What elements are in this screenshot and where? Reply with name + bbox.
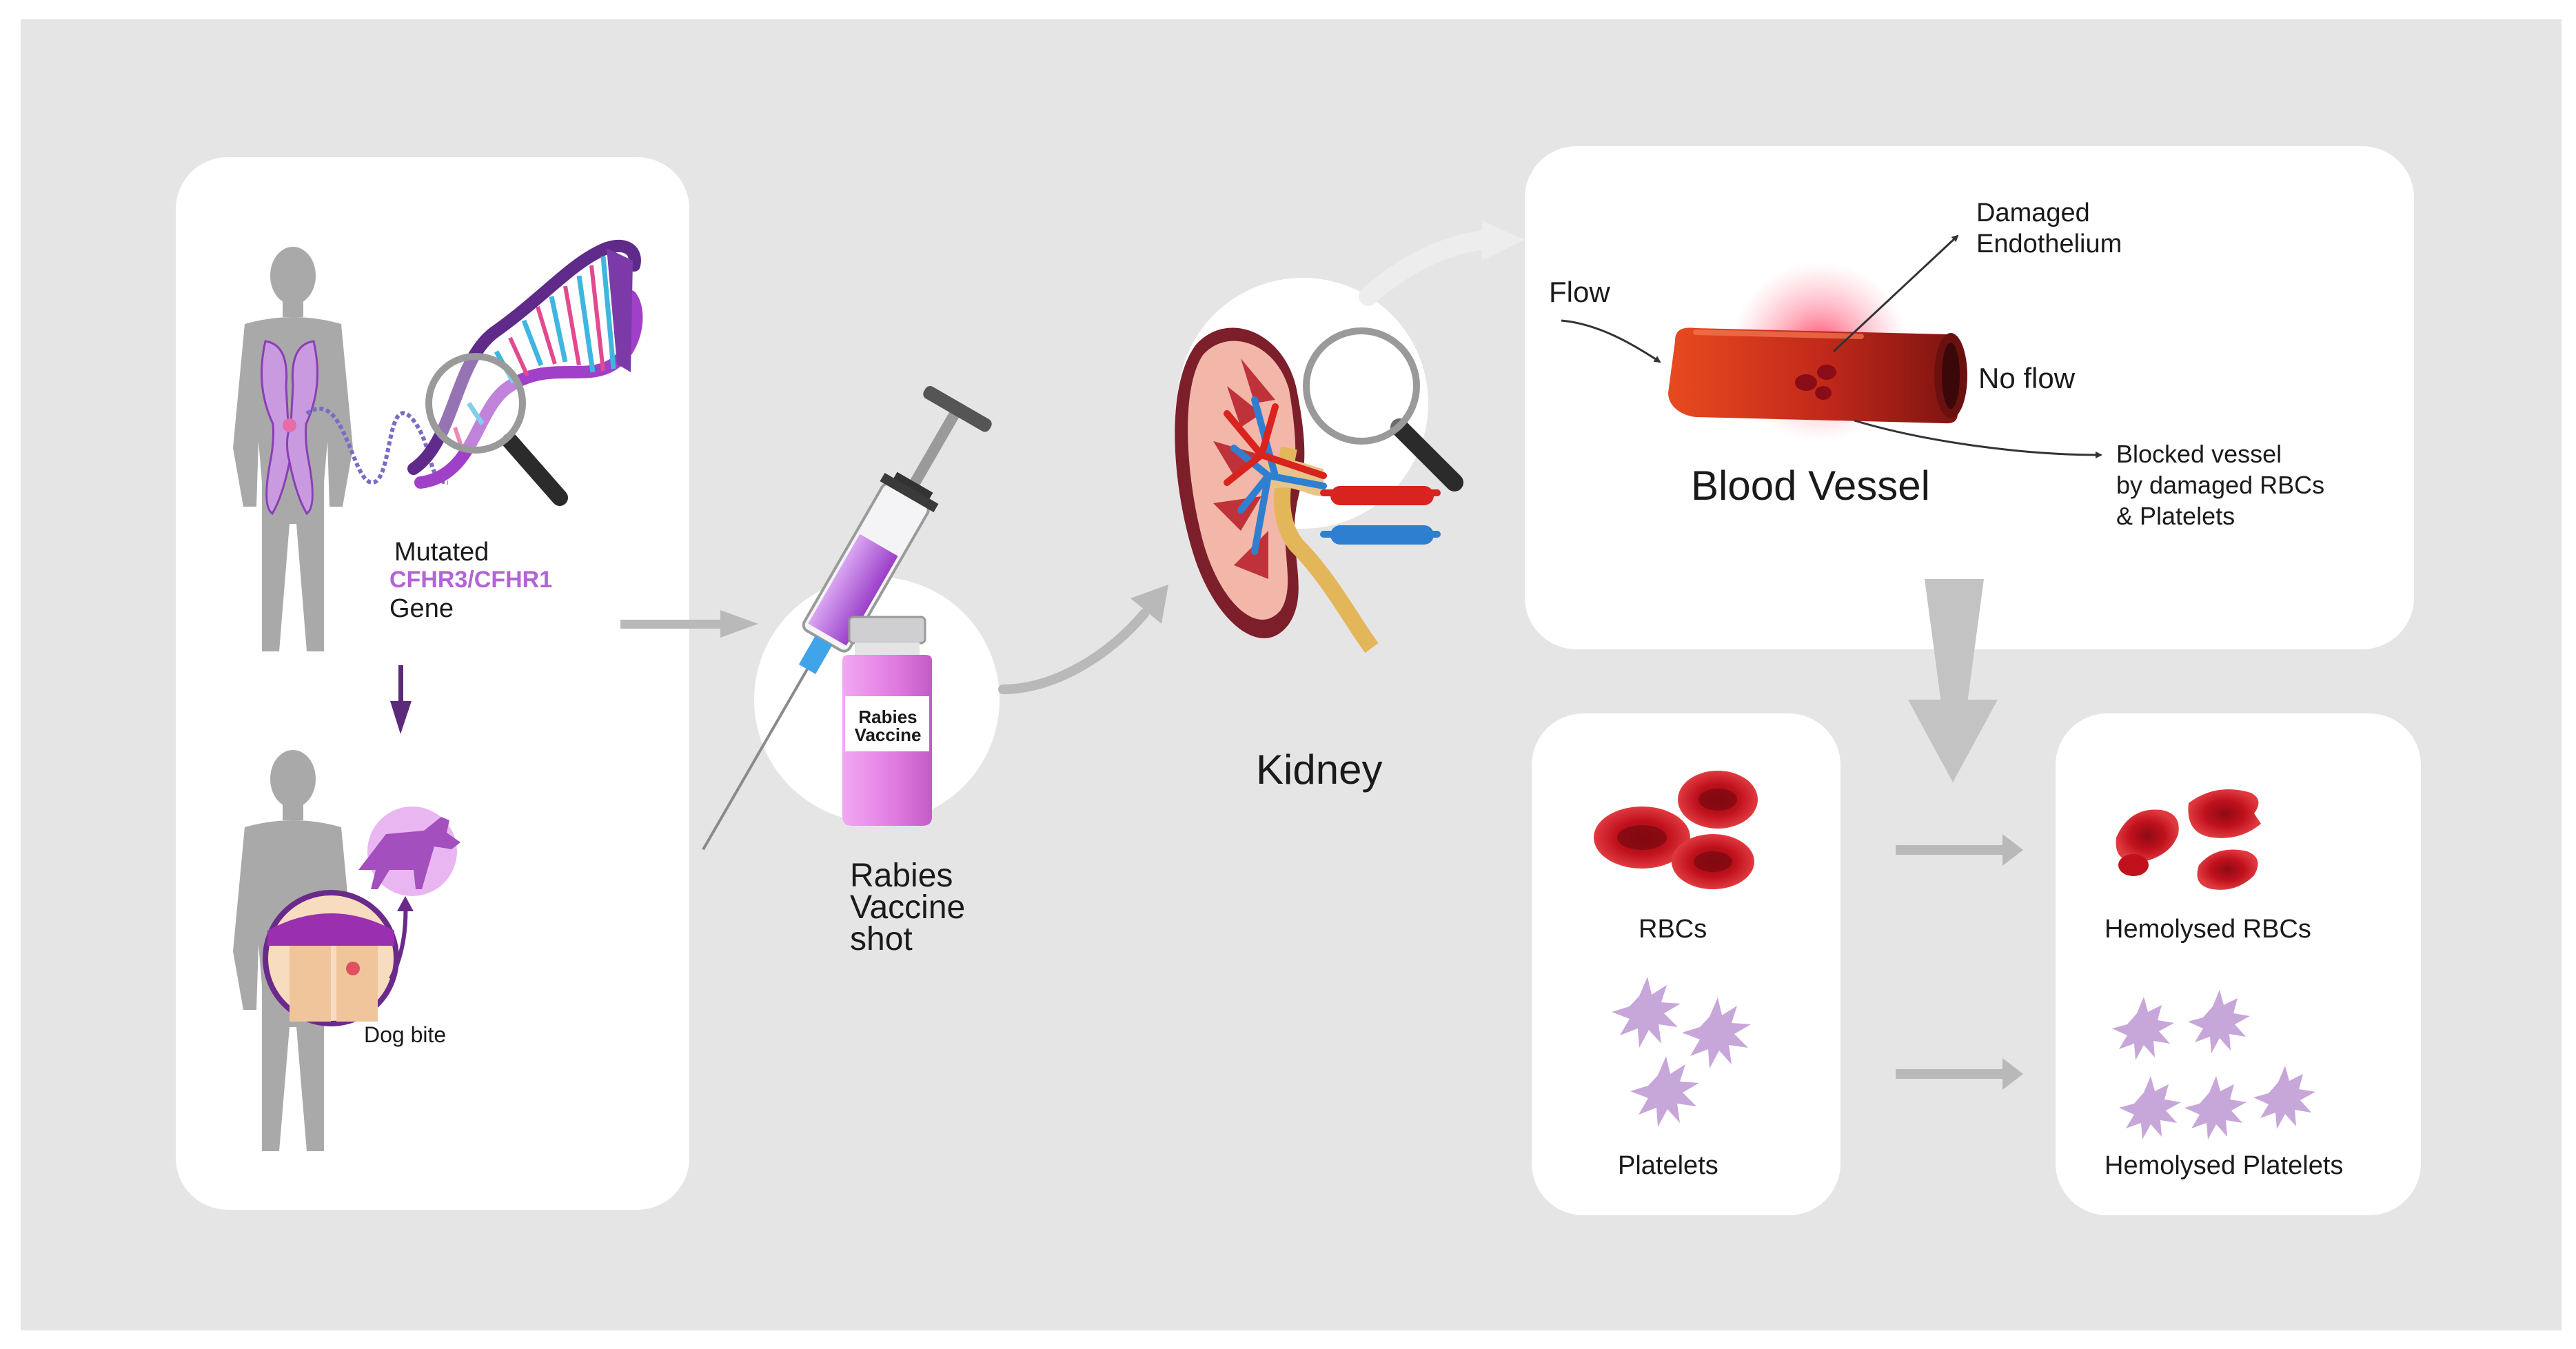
label-vial-line2: Vaccine	[854, 724, 922, 745]
arrow-platelets-to-hemolysed	[1896, 1058, 2023, 1090]
human-silhouette-icon	[233, 247, 353, 651]
blood-vessel-icon	[1668, 327, 1967, 424]
flow-arrow	[1561, 319, 1661, 363]
syringe-icon	[702, 386, 992, 851]
arrow-to-blood-vessel	[1359, 221, 1525, 306]
label-hemolysed-platelets: Hemolysed Platelets	[2105, 1151, 2344, 1180]
platelet-icon	[1612, 977, 1751, 1127]
label-hemolysed-rbcs: Hemolysed RBCs	[2105, 915, 2311, 944]
magnifier-icon	[1303, 327, 1463, 491]
label-vial-line1: Rabies	[858, 707, 917, 727]
blocked-vessel-arrow	[1854, 419, 2102, 458]
label-vaccine-line3: shot	[850, 921, 913, 957]
label-gene-name: CFHR3/CFHR1	[389, 567, 553, 593]
label-rbcs: RBCs	[1639, 915, 1707, 944]
magnifier-icon	[425, 353, 568, 506]
hemolysed-rbc-icon	[2116, 789, 2261, 890]
dog-bite-zoom	[263, 890, 399, 1026]
label-damaged-line1: Damaged	[1976, 199, 2090, 227]
label-gene: Gene	[389, 594, 454, 623]
arrow-to-vaccine	[620, 610, 758, 638]
label-blocked-line2: by damaged RBCs	[2116, 471, 2325, 499]
arrow-to-hemolysed	[1908, 579, 1998, 782]
label-vaccine-line1: Rabies	[850, 858, 953, 894]
label-platelets: Platelets	[1618, 1151, 1718, 1180]
dog-icon	[358, 807, 460, 896]
chromosome-icon	[261, 340, 318, 516]
vaccine-vial-icon	[842, 616, 932, 826]
label-damaged-line2: Endothelium	[1976, 230, 2122, 258]
down-arrow	[390, 665, 412, 734]
label-dog-bite: Dog bite	[364, 1022, 447, 1047]
label-blocked-line3: & Platelets	[2116, 502, 2235, 530]
arrow-to-kidney	[998, 585, 1168, 694]
arrow-rbcs-to-hemolysed	[1896, 834, 2023, 866]
rbc-icon	[1594, 771, 1758, 889]
label-blood-vessel: Blood Vessel	[1691, 463, 1930, 509]
label-blocked-line1: Blocked vessel	[2116, 440, 2282, 468]
label-flow: Flow	[1549, 276, 1610, 308]
hemolysed-platelet-icon	[2112, 990, 2315, 1139]
label-no-flow: No flow	[1978, 362, 2076, 394]
label-vaccine-line2: Vaccine	[850, 889, 966, 926]
label-kidney: Kidney	[1256, 747, 1383, 793]
label-mutated: Mutated	[394, 538, 489, 567]
kidney-icon	[1175, 327, 1441, 653]
damaged-endothelium-arrow	[1832, 234, 1959, 353]
